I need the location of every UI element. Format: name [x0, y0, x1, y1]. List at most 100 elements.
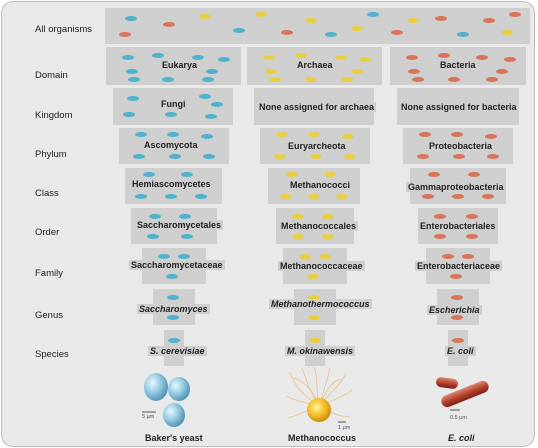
bacteria-order-label: Enterobacteriales [418, 221, 498, 231]
eukaryote-marker [178, 254, 190, 259]
yeast-scale-label: 5 µm [142, 414, 155, 420]
archaeon-marker [319, 254, 331, 259]
archaeon-marker [308, 315, 320, 320]
eukaryote-marker [125, 16, 137, 21]
archaeon-marker [322, 214, 334, 219]
bacteria-species-label: E. coli [445, 346, 476, 356]
bacterium-marker [509, 12, 521, 17]
archaea-family-label: Methanococcaceae [278, 261, 365, 271]
ecoli-scale-label: 0.5 µm [450, 415, 467, 421]
bacterium-marker [476, 55, 488, 60]
bacteria-phylum-label: Proteobacteria [427, 141, 495, 151]
eukaryote-marker [325, 32, 337, 37]
eukaryote-marker [135, 194, 147, 199]
eukaryote-marker [201, 134, 213, 139]
bacteria-family-label: Enterobacteriaceae [415, 261, 503, 271]
eukaryote-marker [206, 69, 218, 74]
archaeon-marker [263, 55, 275, 60]
bacterium-marker [496, 69, 508, 74]
eukaryote-marker [169, 154, 181, 159]
bacterium-marker [442, 254, 454, 259]
bacterium-marker [434, 214, 446, 219]
methanococcus-scale-label: 1 µm [338, 425, 351, 431]
eukaryote-marker [167, 295, 179, 300]
eukarya-species-label: S. cerevisiae [148, 346, 207, 356]
archaeon-marker [341, 77, 353, 82]
eukaryote-marker [167, 132, 179, 137]
eukarya-family-label: Saccharomycetaceae [129, 260, 225, 270]
eukaryote-marker [181, 234, 193, 239]
eukarya-order-label: Saccharomycetales [135, 220, 224, 230]
archaeon-marker [359, 57, 371, 62]
bacterium-marker [451, 315, 463, 320]
baker-yeast-illustration [142, 373, 190, 427]
eukaryote-marker [168, 338, 180, 343]
bacterium-marker [435, 16, 447, 21]
eukaryote-marker [211, 102, 223, 107]
archaeon-marker [308, 194, 320, 199]
eukaryote-marker [162, 77, 174, 82]
bacterium-marker [485, 134, 497, 139]
bacterium-marker [417, 154, 429, 159]
bacteria-genus-label: Escherichia [427, 305, 482, 315]
bacterium-marker [452, 338, 464, 343]
archaeon-marker [335, 55, 347, 60]
eukarya-domain-label: Eukarya [160, 60, 200, 70]
archaeon-marker [295, 53, 307, 58]
archaeon-marker [269, 77, 281, 82]
archaeon-marker [344, 154, 356, 159]
archaeon-marker [308, 132, 320, 137]
bacterium-marker [466, 214, 478, 219]
bacterium-marker [119, 32, 131, 37]
bacterium-marker [468, 172, 480, 177]
row-label-family: Family [35, 268, 63, 279]
bacterium-marker [391, 30, 403, 35]
eukaryote-marker [158, 254, 170, 259]
eukaryote-marker [233, 28, 245, 33]
row-label-phylum: Phylum [35, 149, 67, 160]
eukaryote-marker [147, 234, 159, 239]
eukaryote-marker [203, 154, 215, 159]
eukaryote-marker [179, 214, 191, 219]
eukarya-genus-label: Saccharomyces [137, 304, 210, 314]
eukaryote-marker [143, 172, 155, 177]
row-label-all-organisms: All organisms [35, 24, 93, 35]
bacterium-marker [487, 154, 499, 159]
eukaryote-marker [205, 114, 217, 119]
eukaryote-marker [167, 315, 179, 320]
archaea-species-label: M. okinawensis [285, 346, 356, 356]
eukarya-domain-box [106, 47, 241, 85]
eukarya-class-label: Hemiascomycetes [130, 179, 213, 189]
ecoli-illustration [436, 377, 489, 411]
eukaryote-marker [122, 55, 134, 60]
eukaryote-marker [126, 69, 138, 74]
archaeon-marker [309, 338, 321, 343]
bacterium-marker [163, 22, 175, 27]
archaeon-marker [299, 254, 311, 259]
archaea-phylum-label: Euryarcheota [286, 141, 348, 151]
baker-yeast-caption: Baker's yeast [145, 433, 203, 443]
archaeon-marker [292, 234, 304, 239]
bacterium-marker [412, 77, 424, 82]
methanococcus-caption: Methanococcus [288, 433, 357, 443]
archaeon-marker [265, 69, 277, 74]
eukaryote-marker [165, 112, 177, 117]
archaea-domain-label: Archaea [295, 60, 335, 70]
bacterium-marker [486, 77, 498, 82]
archaeon-marker [407, 18, 419, 23]
archaeon-marker [322, 234, 334, 239]
bacterium-marker [408, 69, 420, 74]
bacterium-marker [438, 53, 450, 58]
archaeon-marker [274, 154, 286, 159]
eukaryote-marker [123, 112, 135, 117]
eukaryote-marker [218, 57, 230, 62]
archaeon-marker [342, 134, 354, 139]
eukaryote-marker [127, 96, 139, 101]
archaeon-marker [501, 30, 513, 35]
bacteria-domain-label: Bacteria [438, 60, 478, 70]
archaeon-marker [286, 172, 298, 177]
archaeon-marker [199, 14, 211, 19]
methanococcus-illustration [285, 366, 353, 423]
